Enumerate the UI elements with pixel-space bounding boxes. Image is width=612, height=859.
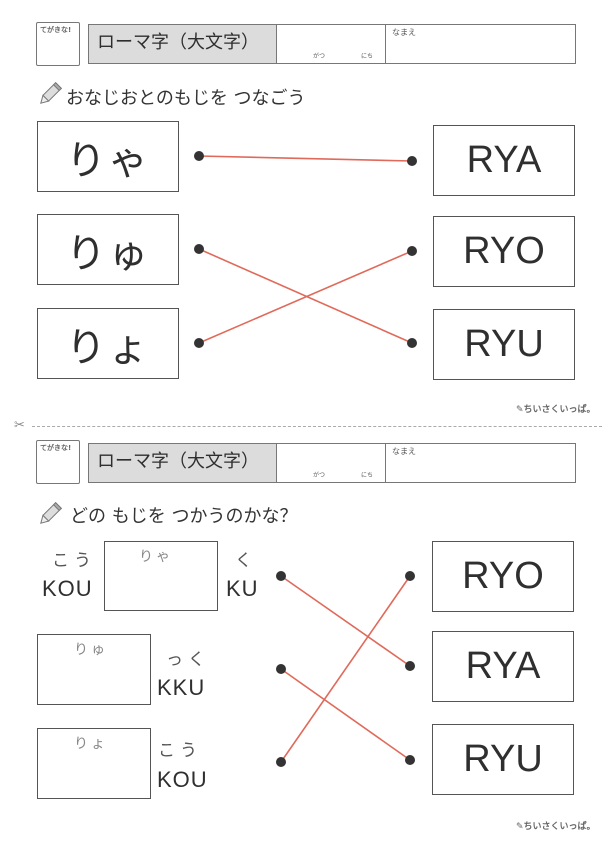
kana-card: りゃ — [37, 121, 179, 192]
before-kana: こう — [52, 551, 96, 571]
worksheet-title: ローマ字（大文字） — [89, 25, 277, 63]
stamp-label: てがきな! — [40, 26, 72, 34]
kana-card: りょ — [37, 308, 179, 379]
header-bar: ローマ字（大文字） がつ にち なまえ — [88, 24, 576, 64]
pencil-icon — [40, 81, 63, 104]
connect-dot[interactable] — [407, 338, 417, 348]
connect-dot[interactable] — [194, 244, 204, 254]
credit-pencil-icon: ✎ — [516, 405, 524, 415]
match-line — [198, 155, 413, 162]
after-kana: く — [235, 551, 257, 571]
after-kana: こう — [158, 741, 202, 761]
romaji-card: RYO — [432, 541, 574, 612]
after-romaji: KOU — [157, 767, 208, 792]
connect-dot[interactable] — [405, 755, 415, 765]
ws1-lines — [198, 155, 413, 344]
date-field[interactable]: がつ にち — [277, 444, 386, 482]
ws2-lines — [280, 575, 411, 763]
match-line — [280, 575, 411, 667]
answer-box[interactable]: りゃ — [104, 541, 218, 611]
after-romaji: KU — [226, 576, 259, 601]
stamp-label: てがきな! — [40, 444, 72, 452]
connect-dot[interactable] — [407, 246, 417, 256]
before-romaji: KOU — [42, 576, 93, 601]
romaji-card: RYO — [433, 216, 575, 287]
hint-kana: りょ — [74, 736, 108, 752]
match-line — [280, 668, 411, 761]
stamp-box: てがきな! — [36, 440, 80, 484]
after-kana: っく — [166, 650, 210, 670]
connect-dot[interactable] — [405, 661, 415, 671]
connect-dot[interactable] — [194, 338, 204, 348]
ws2-dots — [276, 571, 415, 767]
name-field[interactable]: なまえ — [386, 25, 575, 63]
scissors-icon: ✂ — [14, 418, 25, 433]
hint-kana: りゅ — [74, 642, 108, 658]
credit-label: ちいさくいっぱ。 — [523, 822, 596, 832]
credit-label: ちいさくいっぱ。 — [523, 405, 596, 415]
connect-dot[interactable] — [276, 664, 286, 674]
match-line — [280, 575, 411, 763]
name-label: なまえ — [392, 447, 416, 456]
instruction-text: おなじおとのもじを つなごう — [66, 88, 306, 109]
connect-dot[interactable] — [194, 151, 204, 161]
month-label: がつ — [313, 472, 326, 479]
name-label: なまえ — [392, 28, 416, 37]
name-field[interactable]: なまえ — [386, 444, 575, 482]
worksheet-title: ローマ字（大文字） — [89, 444, 277, 482]
romaji-card: RYA — [432, 631, 574, 702]
day-label: にち — [361, 53, 374, 60]
romaji-card: RYU — [433, 309, 575, 380]
ws1-dots — [194, 151, 417, 348]
credit-pencil-icon: ✎ — [516, 822, 524, 832]
day-label: にち — [361, 472, 374, 479]
after-romaji: KKU — [157, 675, 206, 700]
connect-dot[interactable] — [405, 571, 415, 581]
connect-dot[interactable] — [407, 156, 417, 166]
credit-text: ✎ちいさくいっぱ。 — [516, 819, 596, 832]
credit-text: ✎ちいさくいっぱ。 — [516, 402, 596, 415]
connect-dot[interactable] — [276, 757, 286, 767]
answer-box[interactable]: りゅ — [37, 634, 151, 705]
instruction-text: どの もじを つかうのかな？ — [70, 506, 298, 527]
answer-box[interactable]: りょ — [37, 728, 151, 799]
match-line — [198, 250, 413, 344]
month-label: がつ — [313, 53, 326, 60]
date-field[interactable]: がつ にち — [277, 25, 386, 63]
stamp-box: てがきな! — [36, 22, 80, 66]
pencil-icon — [40, 501, 63, 524]
match-line — [198, 248, 413, 344]
romaji-card: RYA — [433, 125, 575, 196]
romaji-card: RYU — [432, 724, 574, 795]
connect-dot[interactable] — [276, 571, 286, 581]
header-bar: ローマ字（大文字） がつ にち なまえ — [88, 443, 576, 483]
cut-line — [32, 426, 602, 427]
kana-card: りゅ — [37, 214, 179, 285]
hint-kana: りゃ — [139, 549, 173, 565]
